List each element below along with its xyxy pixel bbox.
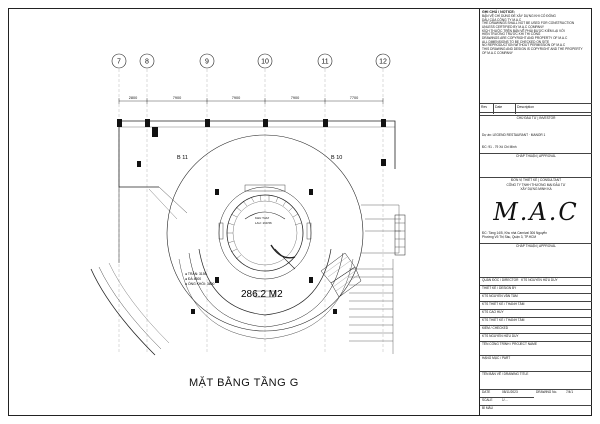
part-label: HẠNG MỤC / PART bbox=[480, 355, 592, 362]
rev-desc-col: Description bbox=[517, 105, 534, 109]
room-label-b11: B 11 bbox=[177, 155, 188, 161]
grid-label-11: 11 bbox=[321, 59, 328, 66]
date-label: DATE bbox=[480, 389, 500, 396]
scale-label: SCALE bbox=[480, 397, 500, 404]
grid-label-12: 12 bbox=[379, 59, 387, 66]
rev-date-col: Date bbox=[494, 104, 516, 114]
height-note: ● ỐNG KHÓI: 3600 bbox=[185, 281, 214, 286]
dimension-text: 2800 bbox=[129, 96, 137, 100]
project-row: Dự án: LEGEND RESTAURANT · MANOR 1 bbox=[482, 133, 546, 137]
designer-name: CÔNG TY TNHH THƯƠNG MẠI ĐẦU TƯ XÂY DỰNG … bbox=[506, 183, 566, 191]
dimension-text: 7900 bbox=[173, 96, 181, 100]
design-row: KTS THIẾT KẾ / THANH TÂM bbox=[480, 317, 592, 324]
grid-bubble-12 bbox=[375, 53, 391, 69]
dimension-text: 7700 bbox=[350, 96, 358, 100]
drawing-title: MẶT BẰNG TẦNG G bbox=[189, 377, 299, 389]
drawing-sheet: 7 8 9 10 11 12 bbox=[8, 8, 592, 416]
core-structure bbox=[244, 211, 296, 270]
grid-bubble-7 bbox=[111, 53, 127, 69]
designer-label: ĐƠN VỊ THIẾT KẾ | CONSULTANT bbox=[480, 177, 592, 184]
dimension-line bbox=[118, 98, 384, 104]
room-label-b10: B 10 bbox=[331, 155, 342, 161]
spiral-stair bbox=[227, 194, 302, 260]
address-row: ĐC: 91 - 79 Xô Chi Minh bbox=[482, 145, 517, 149]
grid-bubble-11 bbox=[317, 53, 333, 69]
grid-bubble-10 bbox=[257, 53, 273, 69]
design-row: KTS THIẾT KẾ / THANH TÂM bbox=[480, 301, 592, 308]
investor-label: CHỦ ĐẦU TƯ | INVESTOR bbox=[480, 115, 592, 122]
grid-bubbles bbox=[111, 53, 391, 69]
design-row: KTS NGUYỄN HỮU DUY bbox=[480, 333, 592, 340]
rev-col: Rev bbox=[480, 104, 494, 114]
grid-lines bbox=[118, 69, 384, 354]
drawing-no-value: 7/4/1 bbox=[564, 389, 592, 396]
terrace bbox=[349, 204, 406, 354]
dimension-text: 7900 bbox=[232, 96, 240, 100]
sheet-label: BÌ MẪU bbox=[480, 405, 592, 412]
stair-note: KHU T.ĐƯ bbox=[255, 216, 270, 220]
approval-label: CHẤP THUẬN | APPROVAL bbox=[480, 243, 592, 250]
grid-label-10: 10 bbox=[261, 59, 269, 66]
grid-bubble-9 bbox=[199, 53, 215, 69]
scale-value: 1/… bbox=[500, 397, 534, 404]
hatch bbox=[324, 256, 359, 292]
height-note: ● ĐÀ 4500 bbox=[185, 277, 201, 281]
fixtures bbox=[218, 184, 312, 298]
floor-plan: 7 8 9 10 11 12 bbox=[9, 9, 479, 415]
design-row: KTS CAO HUY bbox=[480, 309, 592, 316]
dimension-text: 7900 bbox=[291, 96, 299, 100]
outer-walls bbox=[118, 120, 396, 188]
director-row: QUẢN ĐỐC / DIRECTOR KTS NGUYỄN HỮU DUY bbox=[480, 277, 592, 284]
design-row: KTS NGUYỄN VĂN TÂM bbox=[480, 293, 592, 300]
grid-label-8: 8 bbox=[145, 59, 149, 66]
date-value: 08/11/2023 bbox=[500, 389, 534, 396]
grid-label-9: 9 bbox=[205, 59, 209, 66]
sheet-info: DATE 08/11/2023 DRAWING No. 7/4/1 SCALE … bbox=[480, 389, 592, 415]
project-title-label: TÊN CÔNG TRÌNH / PROJECT NAME bbox=[480, 341, 592, 348]
structural-columns bbox=[117, 119, 386, 314]
drawing-no-label: DRAWING No. bbox=[534, 389, 564, 396]
design-row: KIỂM / CHECKED bbox=[480, 325, 592, 332]
company-logo: M.A.C bbox=[493, 198, 579, 226]
title-block: GHI CHÚ / NOTICE: BẢN VẼ CHỈ DÙNG ĐỂ XÂY… bbox=[479, 9, 592, 415]
bar-counter bbox=[178, 248, 362, 340]
grid-bubble-8 bbox=[139, 53, 155, 69]
stair-note: LAU: 190.56 bbox=[255, 221, 272, 225]
area-label: 286.2 M2 bbox=[241, 289, 283, 300]
approval-label: CHẤP THUẬN | APPROVAL bbox=[480, 153, 592, 160]
design-row: THIẾT KẾ / DESIGN BY bbox=[480, 285, 592, 292]
height-note: ● TRẦN: 3150 bbox=[185, 272, 207, 276]
floor-plan-drawing: 7 8 9 10 11 12 bbox=[90, 53, 406, 356]
revision-table: Rev Date Description bbox=[480, 103, 592, 114]
drawing-title-label: TÊN BẢN VẼ / DRAWING TITLE bbox=[480, 371, 592, 378]
grid-label-7: 7 bbox=[117, 59, 121, 66]
left-facade bbox=[90, 186, 188, 356]
notes-header: GHI CHÚ / NOTICE: bbox=[482, 10, 515, 14]
notes-body: BẢN VẼ CHỈ DÙNG ĐỂ XÂY DỰNG KHI CÓ ĐÓNG … bbox=[482, 14, 583, 55]
designer-address: ĐC: Tầng 14/5, Khu nhà Carnival 306 Nguy… bbox=[482, 231, 547, 239]
